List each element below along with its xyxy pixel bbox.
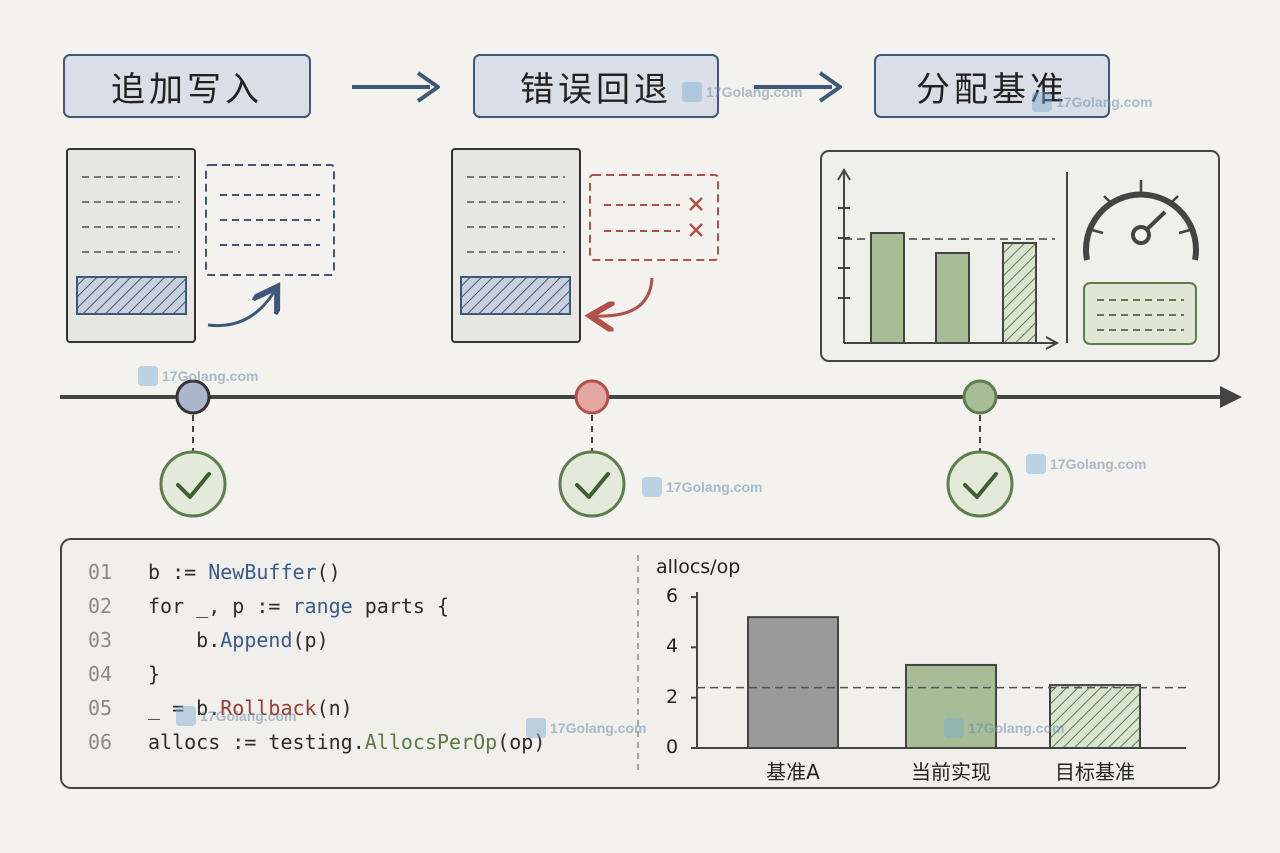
code-line-number: 02 [88,594,113,618]
code-line: 03 b.Append(p) [88,628,329,652]
code-token: Rollback [220,696,317,720]
chart-y-tick-label: 0 [666,736,679,758]
watermark-logo-icon [176,706,196,726]
rollback-curve-arrow-icon [596,277,654,316]
code-token: NewBuffer [208,560,317,584]
stage-title-benchmark-label: 分配基准 [916,69,1068,110]
chart-y-tick-label: 2 [666,685,679,708]
code-token: b. [148,628,221,652]
watermark: 17Golang.com [1026,454,1146,474]
code-line-number: 03 [88,628,113,652]
watermark: 17Golang.com [682,82,802,102]
chart-bar [1049,684,1141,750]
append-curve-arrow-icon [207,292,274,328]
watermark-logo-icon [1032,92,1052,112]
buffer-document-icon [451,148,581,343]
chart-bar [747,616,839,750]
code-token: (p) [292,628,329,652]
stage-title-rollback-label: 错误回退 [520,69,672,110]
code-token: () [316,560,341,584]
arrow-right-icon [352,71,440,103]
chart-y-tick-label: 6 [666,585,679,608]
watermark-logo-icon [642,477,662,497]
arrow-right-icon [754,71,842,103]
code-line-number: 01 [88,560,113,584]
code-line: 05 _ = b.Rollback(n) [88,696,353,720]
result-card-icon [1083,282,1197,345]
code-line-number: 06 [88,730,113,754]
watermark: 17Golang.com [526,718,646,738]
chart-category-label: 基准A [766,760,820,784]
code-token: allocs := testing. [148,730,365,754]
watermark-logo-icon [138,366,158,386]
stage-title-append-label: 追加写入 [111,69,263,110]
chart-y-label: allocs/op [656,556,741,578]
timeline [60,379,1242,452]
code-token: b := [148,560,209,584]
code-token: } [148,662,161,686]
stage-title-benchmark: 分配基准 [874,54,1110,118]
watermark-logo-icon [944,718,964,738]
watermark: 17Golang.com [138,366,258,386]
code-token: range [292,594,353,618]
code-line-number: 05 [88,696,113,720]
chart-category-label: 目标基准 [1055,760,1135,784]
code-line: 01 b := NewBuffer() [88,560,341,584]
code-line: 06 allocs := testing.AllocsPerOp(op) [88,730,545,754]
code-token: (n) [316,696,353,720]
watermark-logo-icon [526,718,546,738]
watermark: 17Golang.com [176,706,296,726]
code-line: 04} [88,662,160,686]
check-circle-icon [558,450,626,518]
chart-bar [905,663,997,749]
code-token: for _, p := [148,594,293,618]
chart-y-tick-label: 4 [666,635,679,658]
code-token: Append [220,628,293,652]
code-token: AllocsPerOp [364,730,498,754]
watermark: 17Golang.com [1032,92,1152,112]
chart-category-label: 当前实现 [911,760,991,784]
appended-area-icon [205,164,335,276]
watermark: 17Golang.com [642,477,762,497]
stage-title-append: 追加写入 [63,54,311,118]
watermark: 17Golang.com [944,718,1064,738]
gauge-icon [1083,180,1199,261]
error-area-icon [589,174,719,261]
watermark-logo-icon [682,82,702,102]
buffer-document-icon [66,148,196,343]
allocs-bar-chart [691,592,1190,750]
code-token: parts { [352,594,450,618]
code-token: (op) [497,730,546,754]
code-line: 02 for _, p := range parts { [88,594,449,618]
check-circle-icon [946,450,1014,518]
code-token: _ = b. [148,696,221,720]
watermark-logo-icon [1026,454,1046,474]
stage-title-rollback: 错误回退 [473,54,719,118]
code-line-number: 04 [88,662,113,686]
check-circle-icon [159,450,227,518]
